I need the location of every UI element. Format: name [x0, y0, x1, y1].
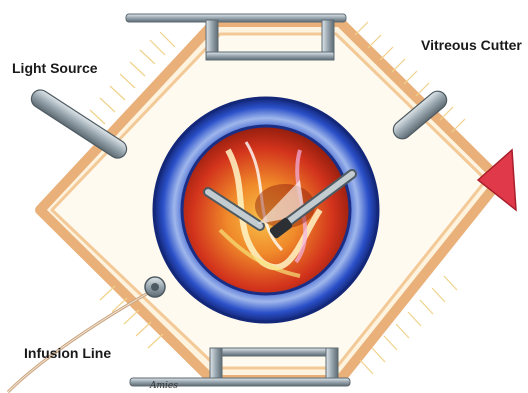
infusion-line-label: Infusion Line	[24, 345, 111, 361]
vitreous-cutter-label: Vitreous Cutter	[421, 37, 522, 53]
artist-signature: Amies	[149, 381, 178, 391]
iris-and-fundus	[154, 98, 378, 322]
light-source-label: Light Source	[12, 60, 98, 76]
